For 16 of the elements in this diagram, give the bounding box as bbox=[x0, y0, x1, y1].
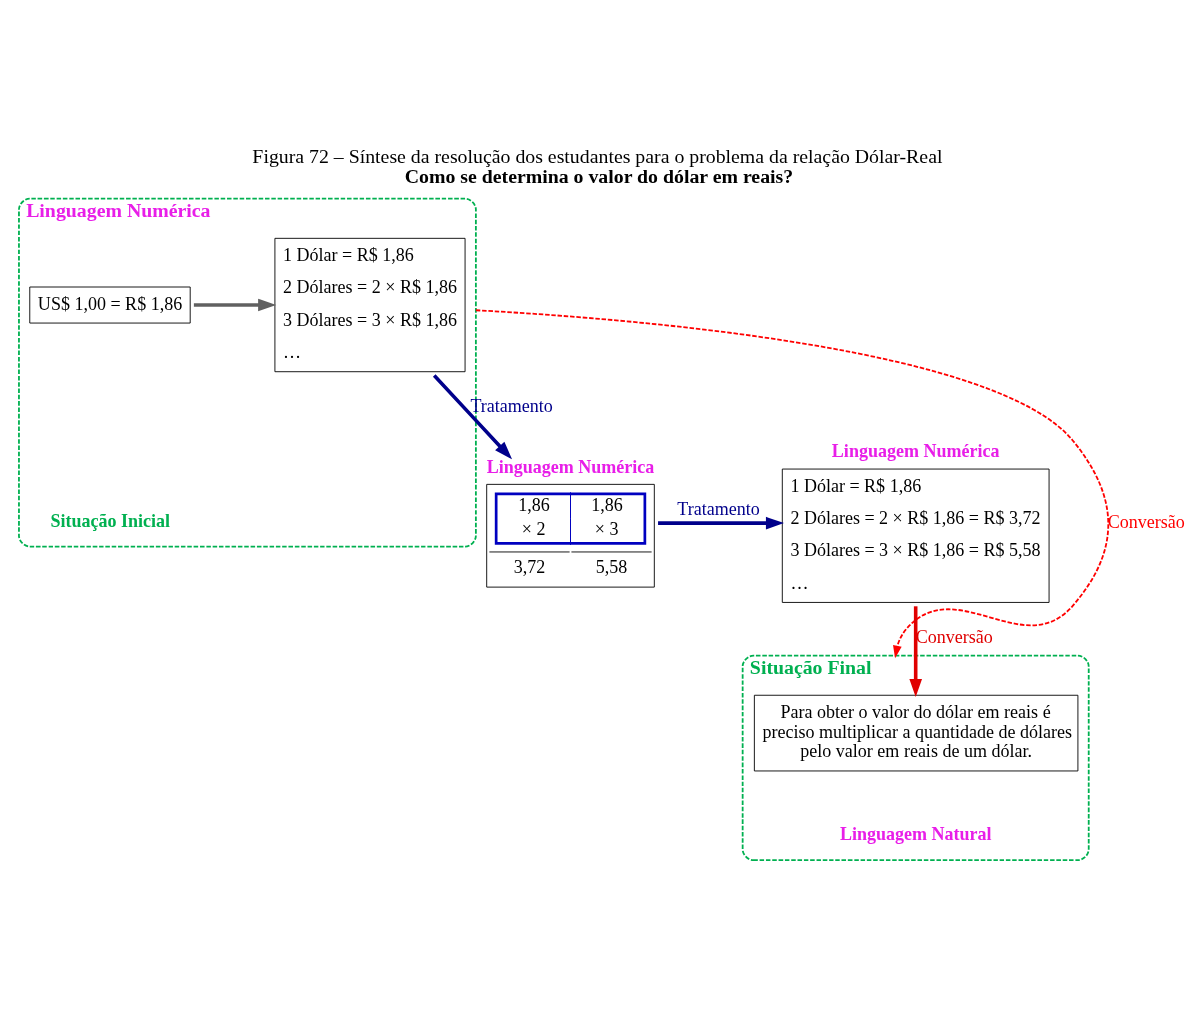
arrow bbox=[909, 605, 922, 697]
node-label: Linguagem Numérica bbox=[486, 456, 655, 477]
arrow bbox=[193, 298, 277, 311]
edge-label: Conversão bbox=[915, 626, 993, 647]
node-label: Linguagem Numérica bbox=[831, 440, 1000, 461]
arrow bbox=[432, 373, 513, 459]
node-box: US$ 1,00 = R$ 1,86 bbox=[29, 286, 191, 323]
edge-label: Conversão bbox=[1107, 511, 1185, 532]
node-box: 1 Dólar = R$ 1,86 2 Dólares = 2 × R$ 1,86 3 Dólares = 3 × R$ 1,86 … bbox=[274, 237, 466, 372]
node-box: 1 Dólar = R$ 1,86 2 Dólares = 2 × R$ 1,86 = R$ 3,72 3 Dólares = 3 × R$ 1,86 = R$ 5,58 … bbox=[781, 468, 1050, 603]
arrow bbox=[658, 516, 784, 529]
edge-label: Tratamento bbox=[470, 395, 553, 416]
arrow bbox=[475, 308, 1110, 658]
edge-label: Tratamento bbox=[677, 498, 760, 519]
caption: Figura 72 – Síntese da resolução dos estudantes para o problema da relação Dólar-Real bbox=[252, 144, 943, 167]
node-box: Para obter o valor do dólar em reais é preciso multiplicar a quantidade de dólares pelo valor em reais de um dólar. bbox=[753, 694, 1079, 771]
